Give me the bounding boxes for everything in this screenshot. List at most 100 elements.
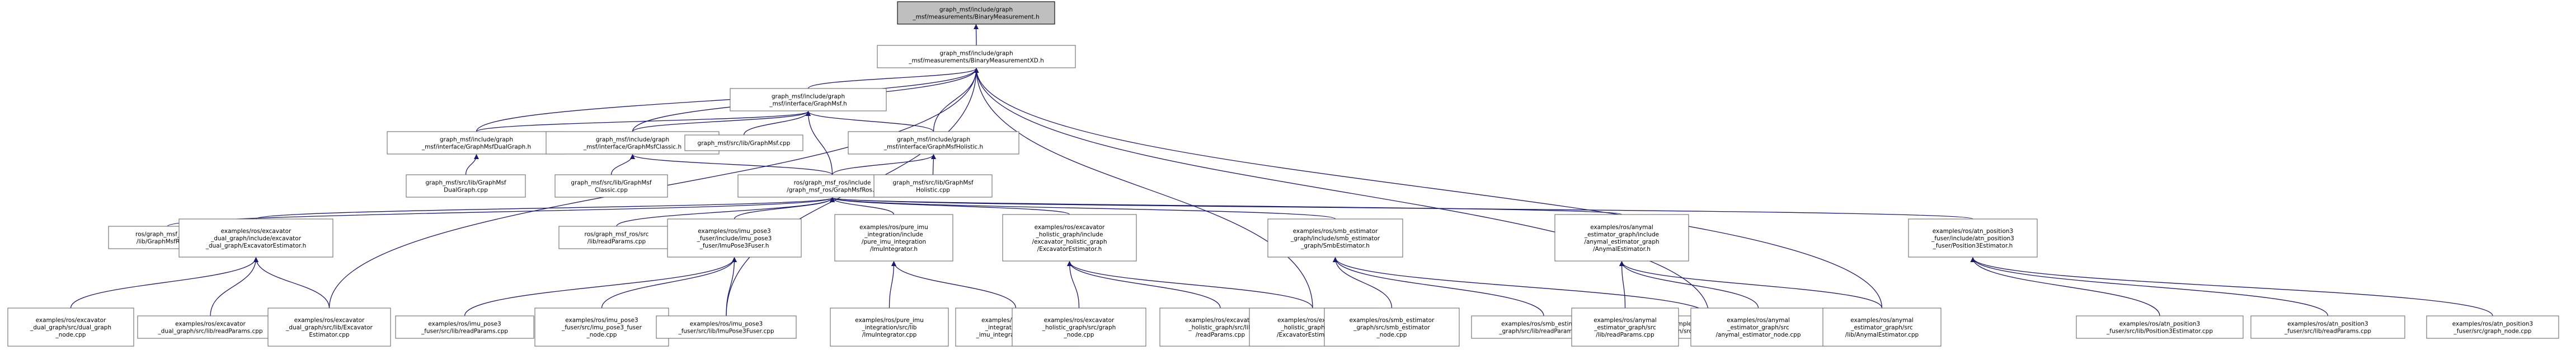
file-node-label: _fuser/ImuPose3Fuser.h [699, 243, 769, 249]
file-node-atn-h[interactable]: examples/ros/atn_position3_fuser/include… [1908, 218, 2038, 258]
dependency-edge [1619, 261, 1626, 309]
file-node-holistic-cpp[interactable]: graph_msf/src/lib/GraphMsfHolistic.cpp [873, 174, 993, 198]
file-node-smb-node[interactable]: examples/ros/smb_estimator_graph/src/smb… [1324, 308, 1460, 347]
file-node-box [830, 308, 949, 347]
file-node-imu-node[interactable]: examples/ros/imu_pose3_fuser/src/imu_pos… [534, 308, 669, 347]
file-node-anymal-h[interactable]: examples/ros/anymal_estimator_graph/incl… [1554, 214, 1689, 262]
file-node-exc-hol-h[interactable]: examples/ros/excavator_holistic_graph/in… [1002, 214, 1137, 262]
file-node-dual-cpp[interactable]: graph_msf/src/lib/GraphMsfDualGraph.cpp [406, 174, 526, 198]
file-node-label: examples/ros/excavator [294, 317, 365, 324]
file-node-binxd[interactable]: graph_msf/include/graph_msf/measurements… [877, 45, 1076, 68]
file-node-readparams-ros[interactable]: ros/graph_msf_ros/src/lib/readParams.cpp [558, 226, 675, 249]
file-node-box [1267, 218, 1403, 258]
file-node-label: _graph/src/lib/readParams.cpp [1498, 328, 1588, 335]
file-node-box [7, 308, 134, 347]
file-node-root: graph_msf/include/graph_msf/measurements… [897, 1, 1055, 25]
file-node-label: _dual_graph/src/lib/Excavator [285, 324, 373, 331]
dependency-edge [806, 111, 934, 132]
file-node-holistic-h[interactable]: graph_msf/include/graph_msf/interface/Gr… [848, 131, 1019, 155]
dependency-edge [1619, 261, 1883, 309]
file-node-label: _fuser/src/graph_node.cpp [2453, 328, 2532, 335]
file-node-atn-rp[interactable]: examples/ros/atn_position3_fuser/src/lib… [2250, 315, 2405, 339]
file-node-exc-dual-est[interactable]: examples/ros/excavator_dual_graph/src/li… [267, 308, 391, 347]
dependency-edge [806, 111, 833, 175]
dependency-edge [807, 68, 979, 89]
file-node-atn-node[interactable]: examples/ros/atn_position3_fuser/src/gra… [2426, 315, 2559, 339]
dependency-edge [1970, 257, 2493, 316]
file-node-label: _fuser/src/lib/ImuPose3Fuser.cpp [678, 328, 774, 335]
file-node-label: graph_msf/src/lib/GraphMsf.cpp [698, 140, 791, 147]
file-node-graphmsf-cpp[interactable]: graph_msf/src/lib/GraphMsf.cpp [684, 134, 803, 151]
dependency-edge [889, 261, 896, 309]
file-node-exc-hol-node[interactable]: examples/ros/excavator_holistic_graph/sr… [1012, 308, 1146, 347]
file-node-classic-cpp[interactable]: graph_msf/src/lib/GraphMsfClassic.cpp [554, 174, 668, 198]
file-node-any-est[interactable]: examples/ros/anymal_estimator_graph/src/… [1822, 308, 1942, 347]
file-node-label: DualGraph.cpp [444, 187, 488, 194]
file-node-label: examples/ros/smb_estimator [1501, 321, 1587, 328]
dependency-edge [465, 154, 479, 175]
dependency-edge [1333, 257, 1710, 316]
file-node-label: _fuser/include/atn_position3 [1931, 235, 2014, 242]
file-node-any-node[interactable]: examples/ros/anymal_estimator_graph/src/… [1690, 308, 1826, 347]
dependency-edge [601, 257, 737, 309]
dependency-edge [464, 257, 737, 316]
file-node-label: graph_msf/include/graph [772, 94, 845, 100]
file-node-label: /anymal_estimator_graph [1584, 239, 1659, 245]
file-node-exc-dual-rp[interactable]: examples/ros/excavator_dual_graph/src/li… [137, 315, 284, 339]
file-node-box [667, 218, 802, 258]
file-node-any-rp[interactable]: examples/ros/anymal_estimator_graph/src/… [1571, 308, 1679, 347]
file-node-label: _dual_graph/src/dual_graph [30, 324, 111, 331]
file-node-imu-fuser-cpp[interactable]: examples/ros/imu_pose3_fuser/src/lib/Imu… [656, 315, 797, 339]
file-node-atn-est[interactable]: examples/ros/atn_position3_fuser/src/lib… [2076, 315, 2244, 339]
file-node-smb-h[interactable]: examples/ros/smb_estimator_graph/include… [1267, 218, 1403, 258]
file-node-graphmsf-h[interactable]: graph_msf/include/graph_msf/interface/Gr… [730, 88, 887, 111]
file-node-label: /readParams.cpp [1196, 332, 1245, 338]
dependency-edge [830, 197, 1336, 220]
file-node-label: /ImuIntegrator.cpp [862, 332, 917, 338]
dependency-edge [210, 257, 258, 316]
file-node-label: _estimator_graph/src [1593, 324, 1656, 331]
file-node-box [1012, 308, 1146, 347]
file-node-label: examples/ros/smb_estimator [1350, 317, 1435, 324]
dependency-edge [253, 257, 330, 309]
file-node-box [534, 308, 669, 347]
file-node-label: _node.cpp [1064, 332, 1094, 338]
file-node-label: graph_msf/include/graph [440, 137, 513, 143]
file-node-box [558, 226, 675, 249]
file-node-label: _integration/include [864, 231, 923, 238]
file-node-label: /ImuIntegrator.h [870, 246, 918, 253]
file-node-label: examples/ros/anymal [1593, 317, 1657, 324]
file-node-label: _graph/include/smb_estimator [1290, 235, 1380, 242]
file-node-exc-dual-node[interactable]: examples/ros/excavator_dual_graph/src/du… [7, 308, 134, 347]
file-node-label: graph_msf/src/lib/GraphMsf [425, 180, 506, 187]
file-node-label: /lib/readParams.cpp [1596, 332, 1654, 338]
file-node-label: Estimator.cpp [309, 332, 349, 338]
file-node-label: examples/ros/anymal [1590, 224, 1653, 231]
dependency-edge [974, 68, 1883, 309]
dependency-edge [930, 154, 936, 175]
file-node-label: _node.cpp [1376, 332, 1407, 338]
file-node-imu-rp[interactable]: examples/ros/imu_pose3_fuser/src/lib/rea… [395, 315, 534, 339]
file-node-box [267, 308, 391, 347]
file-node-box [730, 88, 887, 111]
file-node-label: /graph_msf_ros/GraphMsfRos.h [787, 187, 878, 194]
file-node-label: examples/ros/pure_imu [859, 224, 928, 231]
file-node-box [1324, 308, 1460, 347]
file-node-box [2076, 315, 2244, 339]
file-node-label: /pure_imu_integration [862, 239, 926, 245]
file-node-imu-pose3-h[interactable]: examples/ros/imu_pose3_fuser/include/imu… [667, 218, 802, 258]
file-node-label: /AnymalEstimator.h [1593, 246, 1651, 253]
file-node-label: examples/ros/atn_position3 [1933, 228, 2013, 235]
file-node-label: graph_msf/include/graph [939, 7, 1013, 13]
file-node-label: _fuser/include/imu_pose3 [697, 235, 772, 242]
file-node-label: _node.cpp [55, 332, 86, 338]
dependency-edge [632, 111, 811, 132]
file-node-box [877, 45, 1076, 68]
file-node-label: examples/ros/imu_pose3 [565, 317, 638, 324]
file-node-pure-int-cpp[interactable]: examples/ros/pure_imu_integration/src/li… [830, 308, 949, 347]
file-node-label: _msf/interface/GraphMsf.h [769, 101, 847, 108]
file-node-pure-imu-h[interactable]: examples/ros/pure_imu_integration/includ… [834, 214, 953, 262]
file-node-dual-h[interactable]: graph_msf/include/graph_msf/interface/Gr… [387, 131, 566, 155]
file-node-exc-dual-h[interactable]: examples/ros/excavator_dual_graph/includ… [178, 218, 333, 258]
